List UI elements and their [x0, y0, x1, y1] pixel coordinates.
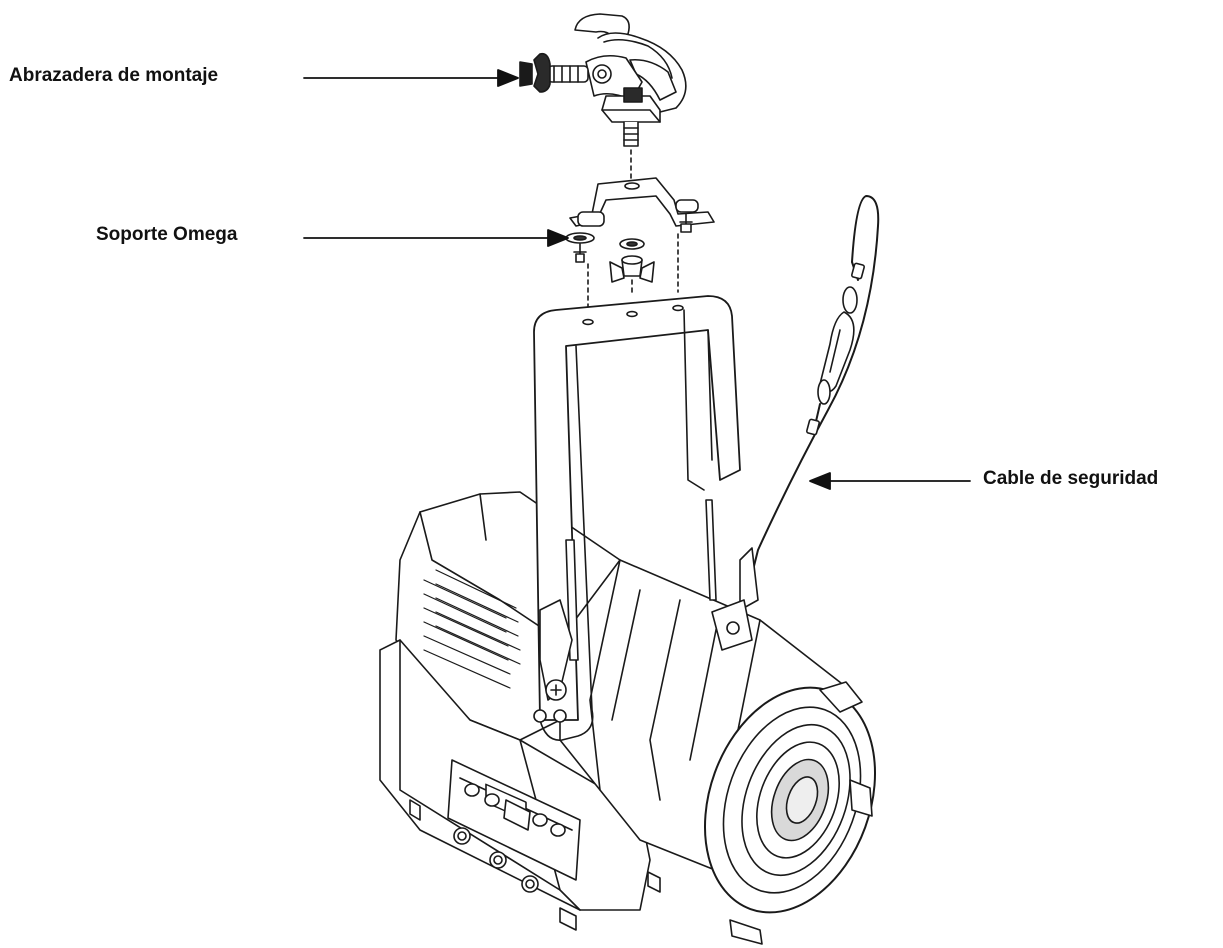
omega-bracket-label: Soporte Omega [96, 224, 238, 245]
callout-arrows [303, 69, 971, 490]
clamp-arrowhead [497, 69, 519, 87]
omega-bracket-icon [565, 177, 715, 283]
omega-arrowhead [547, 229, 569, 247]
safety-cable-label: Cable de seguridad [983, 468, 1159, 489]
mounting-clamp-label: Abrazadera de montaje [9, 65, 219, 86]
cable-arrowhead [809, 472, 831, 490]
fresnel-fixture-icon [379, 295, 877, 945]
mounting-clamp-icon [519, 13, 687, 147]
safety-cable-icon [739, 195, 880, 623]
